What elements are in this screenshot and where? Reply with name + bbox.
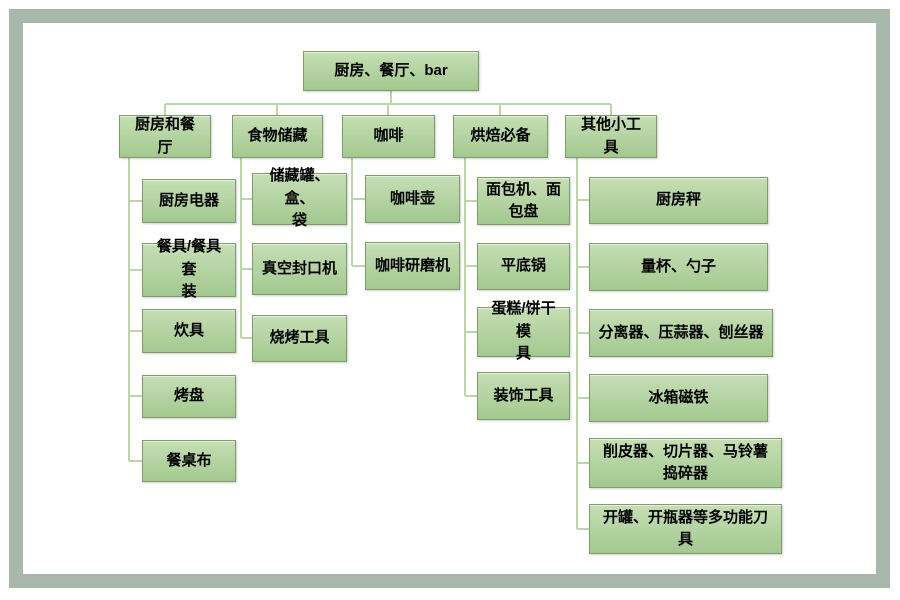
- org-node-category: 咖啡: [342, 115, 435, 158]
- org-node-leaf: 炊具: [142, 309, 236, 353]
- org-node-leaf: 厨房秤: [589, 177, 768, 224]
- org-node-leaf: 装饰工具: [477, 372, 570, 420]
- org-node-leaf: 平底锅: [477, 243, 570, 290]
- org-node-leaf: 咖啡壶: [365, 175, 460, 223]
- org-node-leaf: 面包机、面 包盘: [477, 177, 570, 225]
- org-node-leaf: 开罐、开瓶器等多功能刀 具: [589, 504, 782, 554]
- org-node-leaf: 蛋糕/饼干模 具: [477, 300, 570, 362]
- outer-frame: [9, 9, 890, 588]
- org-node-leaf: 咖啡研磨机: [365, 242, 460, 290]
- org-node-leaf: 真空封口机: [252, 243, 347, 295]
- org-node-leaf: 餐具/餐具套 装: [142, 238, 236, 300]
- org-node-leaf: 冰箱磁铁: [589, 374, 768, 422]
- org-node-leaf: 厨房电器: [142, 179, 236, 223]
- org-node-leaf: 烧烤工具: [252, 315, 347, 362]
- org-node-category: 烘焙必备: [453, 115, 548, 158]
- org-node-leaf: 储藏罐、盒、 袋: [252, 167, 347, 229]
- org-node-root: 厨房、餐厅、bar: [303, 51, 479, 91]
- org-node-leaf: 餐桌布: [142, 440, 236, 482]
- org-node-category: 食物储藏: [232, 115, 323, 158]
- org-node-category: 其他小工具: [565, 115, 657, 158]
- org-node-leaf: 量杯、勺子: [589, 243, 768, 291]
- org-node-leaf: 烤盘: [142, 375, 236, 418]
- org-node-leaf: 削皮器、切片器、马铃薯 捣碎器: [589, 438, 782, 488]
- org-node-category: 厨房和餐厅: [119, 115, 211, 158]
- org-node-leaf: 分离器、压蒜器、刨丝器: [589, 309, 773, 357]
